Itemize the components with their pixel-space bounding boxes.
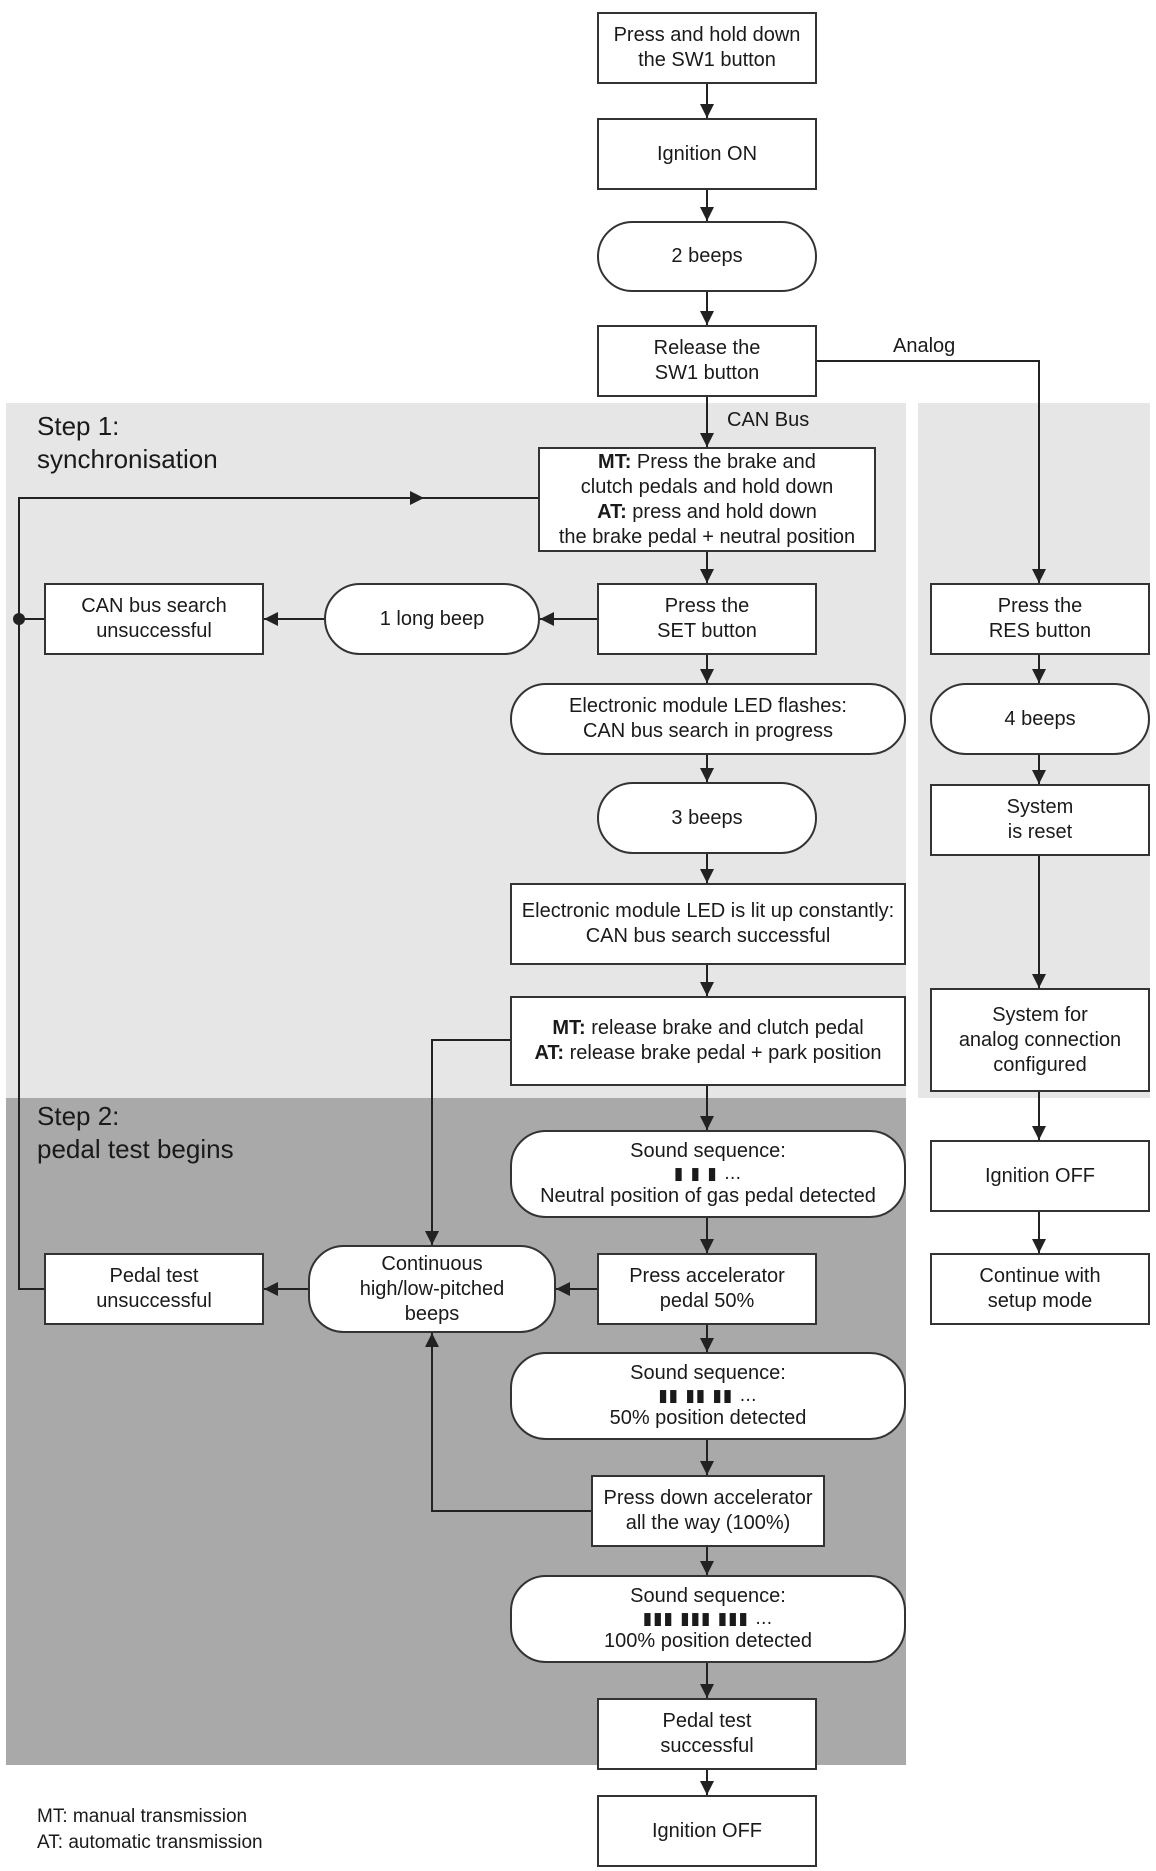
edge-press100-continuous (425, 1333, 591, 1512)
node-press-set: Press the SET button (597, 583, 817, 655)
step1-label: Step 1: (37, 411, 120, 441)
node-pedal-successful: Pedal test successful (597, 1698, 817, 1770)
node-press-res: Press the RES button (930, 583, 1150, 655)
node-sound-neutral: Sound sequence: ▮ ▮ ▮ … Neutral position… (510, 1130, 906, 1218)
edge-label-analog: Analog (893, 335, 956, 357)
node-four-beeps: 4 beeps (930, 683, 1150, 755)
legend: MT: manual transmission AT: automatic tr… (37, 1804, 263, 1856)
step1-title: synchronisation (37, 444, 218, 474)
node-pedal-unsuccessful: Pedal test unsuccessful (44, 1253, 264, 1325)
edge-release-analog (817, 360, 1046, 583)
step1-heading: Step 1: synchronisation (37, 410, 218, 476)
node-led-constant: Electronic module LED is lit up constant… (510, 883, 906, 965)
sound-pattern-single: ▮ ▮ ▮ … (673, 1164, 743, 1184)
node-ignition-off-main: Ignition OFF (597, 1795, 817, 1867)
legend-at: AT: automatic transmission (37, 1832, 263, 1853)
node-release-sw1: Release the SW1 button (597, 325, 817, 397)
node-sound-50: Sound sequence: ▮▮ ▮▮ ▮▮ … 50% position … (510, 1352, 906, 1440)
node-system-analog-configured: System for analog connection configured (930, 988, 1150, 1092)
legend-mt: MT: manual transmission (37, 1806, 248, 1827)
node-press-sw1: Press and hold down the SW1 button (597, 12, 817, 84)
node-continue-setup: Continue with setup mode (930, 1253, 1150, 1325)
node-press-100: Press down accelerator all the way (100%… (591, 1475, 825, 1547)
step2-heading: Step 2: pedal test begins (37, 1100, 234, 1166)
edge-label-can-bus: CAN Bus (727, 409, 810, 431)
sound-pattern-double: ▮▮ ▮▮ ▮▮ … (658, 1386, 758, 1406)
node-ignition-on: Ignition ON (597, 118, 817, 190)
node-can-unsuccessful: CAN bus search unsuccessful (44, 583, 264, 655)
node-system-reset: System is reset (930, 784, 1150, 856)
node-three-beeps: 3 beeps (597, 782, 817, 854)
node-continuous-beeps: Continuous high/low-pitched beeps (308, 1245, 556, 1333)
node-sound-100: Sound sequence: ▮▮▮ ▮▮▮ ▮▮▮ … 100% posit… (510, 1575, 906, 1663)
sound-pattern-triple: ▮▮▮ ▮▮▮ ▮▮▮ … (642, 1609, 774, 1629)
node-ignition-off-analog: Ignition OFF (930, 1140, 1150, 1212)
step2-title: pedal test begins (37, 1134, 234, 1164)
node-led-flashes: Electronic module LED flashes: CAN bus s… (510, 683, 906, 755)
node-mt-at-release-pedals: MT: release brake and clutch pedal AT: r… (510, 996, 906, 1086)
node-two-beeps: 2 beeps (597, 221, 817, 292)
node-one-long-beep: 1 long beep (324, 583, 540, 655)
edge-release-continuous (425, 1039, 510, 1245)
step2-label: Step 2: (37, 1101, 120, 1131)
junction-dot (13, 613, 25, 625)
edge-fail-loop (18, 491, 424, 1290)
node-mt-at-press-pedals: MT: Press the brake and clutch pedals an… (538, 447, 876, 552)
node-press-50: Press accelerator pedal 50% (597, 1253, 817, 1325)
